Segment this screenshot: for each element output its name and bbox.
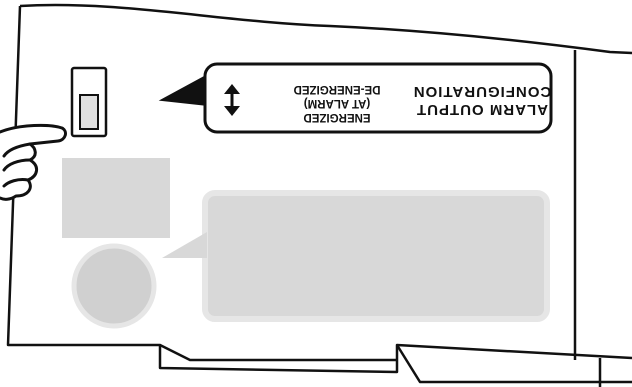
grey-square-block xyxy=(62,158,170,238)
label-title-configuration: CONFIGURATION xyxy=(413,83,552,100)
grey-display-panel xyxy=(202,190,550,322)
configuration-label-box xyxy=(203,62,553,134)
panel-callout-tail xyxy=(162,232,207,258)
switch-slider[interactable] xyxy=(79,94,99,130)
option-at-alarm: (AT ALARM) xyxy=(304,97,371,109)
grey-circle xyxy=(71,243,157,329)
label-title-alarm-output: ALARM OUTPUT xyxy=(416,101,548,118)
label-callout-pointer xyxy=(158,73,209,107)
up-down-arrow-icon xyxy=(224,84,240,116)
option-de-energized: DE-ENERGIZED xyxy=(294,83,381,95)
option-energized: ENERGIZED xyxy=(303,111,370,123)
pointing-hand-icon xyxy=(0,123,67,201)
mounting-tab xyxy=(159,343,632,387)
